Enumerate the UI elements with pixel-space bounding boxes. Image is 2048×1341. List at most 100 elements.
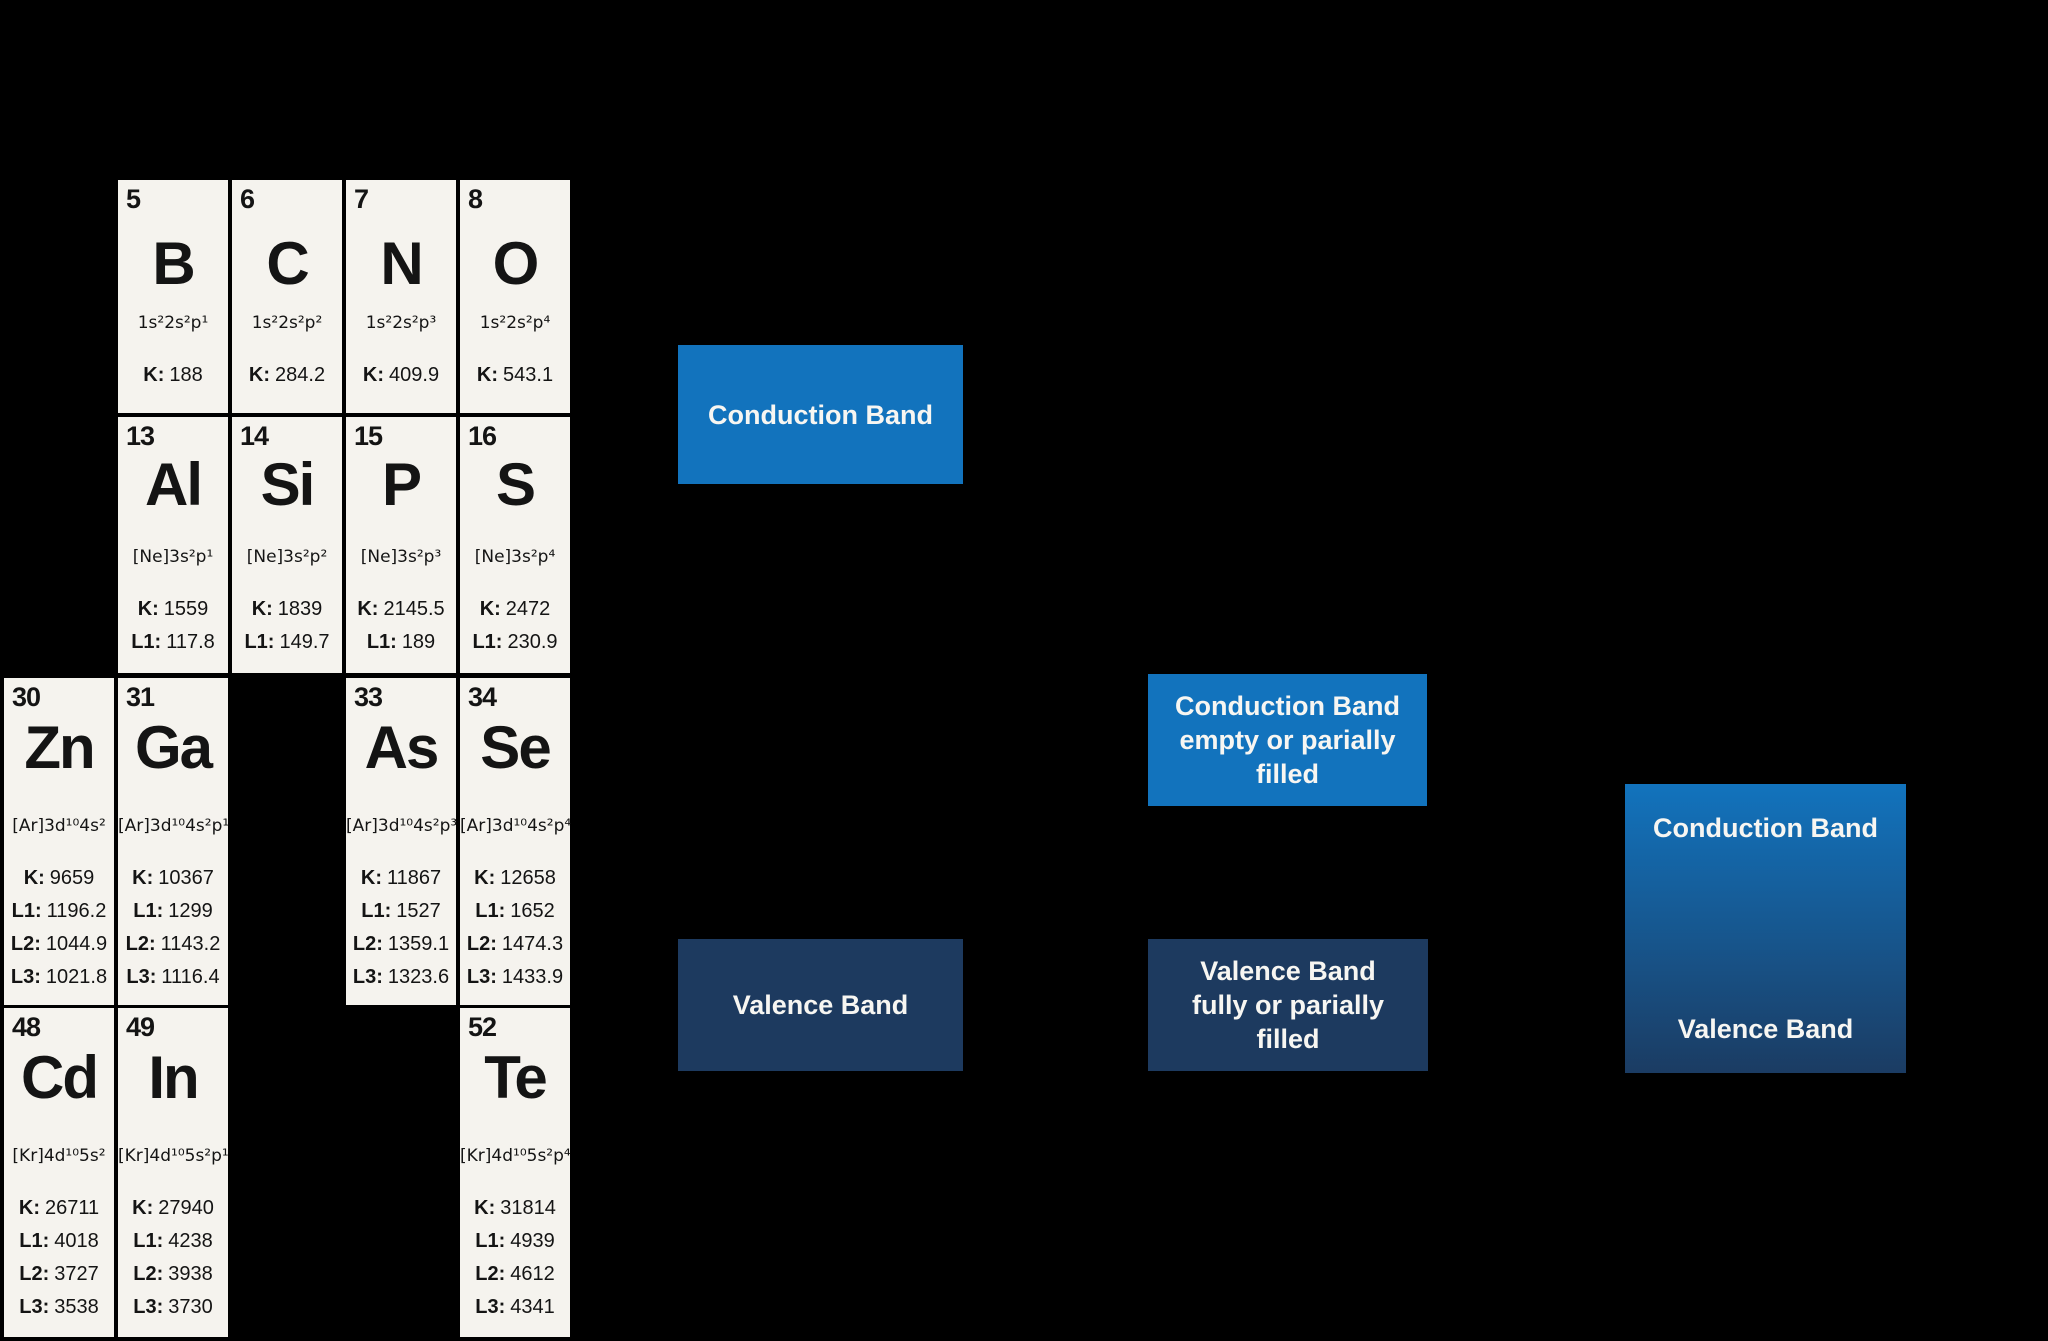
level-label: K: (474, 867, 496, 889)
conduction-band-line: empty or parially (1179, 725, 1396, 755)
energy-level: K:26711 (4, 1192, 114, 1225)
level-value: 11867 (386, 867, 442, 889)
valence-band-line: Valence Band (1200, 956, 1376, 986)
level-label: K: (479, 598, 501, 620)
level-label: L1: (475, 1230, 506, 1252)
element-symbol: Te (484, 1044, 548, 1111)
conduction-band-line: filled (1255, 759, 1319, 789)
atomic-number: 49 (126, 1012, 155, 1042)
level-label: K: (474, 1197, 496, 1219)
element-cell-p: 15 P [Ne]3s²p³ K:2145.5 L1:189 (346, 417, 456, 673)
level-value: 230.9 (507, 631, 558, 653)
level-label: K: (362, 364, 385, 386)
energy-level: L3:4341 (460, 1291, 570, 1324)
level-label: L2: (352, 933, 383, 955)
atomic-number: 33 (354, 682, 383, 712)
valence-band-box-left: Valence Band (678, 939, 963, 1071)
atomic-number: 52 (468, 1012, 497, 1042)
energy-level: K:188 (118, 359, 228, 392)
binding-energies: K:188 (118, 359, 228, 392)
element-symbol: N (380, 230, 423, 297)
conduction-band-label: Conduction Band (1653, 813, 1878, 843)
level-value: 1527 (396, 900, 441, 922)
level-value: 31814 (500, 1197, 556, 1219)
level-label: L2: (19, 1263, 50, 1285)
energy-level: L1:149.7 (232, 626, 342, 659)
level-label: L2: (125, 933, 156, 955)
level-value: 1143.2 (160, 933, 221, 955)
valence-band-label: Valence Band (732, 990, 909, 1020)
electron-configuration: 1s²2s²p¹ (137, 313, 209, 333)
element-cell-zn: 30 Zn [Ar]3d¹⁰4s² K:9659 L1:1196.2 L2:10… (4, 678, 114, 1005)
energy-level: K:543.1 (460, 359, 570, 392)
energy-level: K:12658 (460, 862, 570, 895)
binding-energies: K:31814 L1:4939 L2:4612 L3:4341 (460, 1192, 570, 1324)
level-label: L3: (126, 966, 157, 988)
level-value: 1433.9 (501, 966, 564, 988)
binding-energies: K:284.2 (232, 359, 342, 392)
level-label: L3: (352, 966, 383, 988)
binding-energies: K:10367 L1:1299 L2:1143.2 L3:1116.4 (118, 862, 228, 994)
electron-configuration: [Ar]3d¹⁰4s²p³ (346, 816, 458, 836)
level-value: 1474.3 (501, 933, 564, 955)
energy-level: L1:4018 (4, 1225, 114, 1258)
energy-level: L1:1652 (460, 895, 570, 928)
energy-level: L1:1299 (118, 895, 228, 928)
level-value: 3538 (54, 1296, 99, 1318)
electron-configuration: [Ne]3s²p³ (360, 547, 442, 567)
element-symbol: Cd (21, 1044, 99, 1111)
atomic-number: 31 (126, 682, 155, 712)
level-value: 1116.4 (161, 966, 220, 988)
element-cell-as: 33 As [Ar]3d¹⁰4s²p³ K:11867 L1:1527 L2:1… (346, 678, 458, 1005)
binding-energies: K:11867 L1:1527 L2:1359.1 L3:1323.6 (346, 862, 456, 994)
level-label: L1: (131, 631, 162, 653)
level-label: L2: (133, 1263, 164, 1285)
level-label: K: (132, 1197, 154, 1219)
level-label: K: (251, 598, 273, 620)
atomic-number: 34 (468, 682, 497, 712)
level-value: 189 (401, 631, 436, 653)
level-value: 1652 (510, 900, 555, 922)
level-value: 2472 (505, 598, 551, 620)
level-value: 2145.5 (383, 598, 445, 620)
level-label: L1: (133, 1230, 164, 1252)
energy-level: L3:3538 (4, 1291, 114, 1324)
level-label: L3: (19, 1296, 50, 1318)
level-value: 4939 (510, 1230, 555, 1252)
element-symbol: In (148, 1044, 199, 1111)
binding-energies: K:1839 L1:149.7 (232, 593, 342, 659)
element-symbol: Ga (134, 714, 213, 781)
atomic-number: 16 (468, 421, 497, 451)
level-value: 409.9 (389, 364, 440, 386)
element-cell-c: 6 C 1s²2s²p² K:284.2 (232, 180, 342, 413)
level-label: L3: (133, 1296, 164, 1318)
level-label: L2: (10, 933, 41, 955)
element-symbol: Al (145, 451, 203, 518)
atomic-number: 15 (354, 421, 383, 451)
binding-energies: K:409.9 (346, 359, 456, 392)
level-value: 9659 (49, 867, 95, 889)
binding-energies: K:2472 L1:230.9 (460, 593, 570, 659)
level-label: L3: (475, 1296, 506, 1318)
level-value: 12658 (500, 867, 556, 889)
energy-level: L1:1527 (346, 895, 456, 928)
level-label: L3: (466, 966, 497, 988)
electron-configuration: [Ar]3d¹⁰4s²p¹ (118, 816, 230, 836)
level-label: L1: (133, 900, 164, 922)
atomic-number: 7 (354, 184, 369, 214)
energy-level: L2:3727 (4, 1258, 114, 1291)
binding-energies: K:12658 L1:1652 L2:1474.3 L3:1433.9 (460, 862, 570, 994)
energy-level: L3:1323.6 (346, 961, 456, 994)
level-value: 1839 (277, 598, 323, 620)
element-cell-s: 16 S [Ne]3s²p⁴ K:2472 L1:230.9 (460, 417, 570, 673)
level-value: 188 (169, 364, 203, 386)
level-label: L2: (475, 1263, 506, 1285)
element-symbol: B (152, 230, 195, 297)
level-label: K: (360, 867, 382, 889)
level-value: 4612 (510, 1263, 555, 1285)
element-cell-o: 8 O 1s²2s²p⁴ K:543.1 (460, 180, 570, 413)
element-cell-n: 7 N 1s²2s²p³ K:409.9 (346, 180, 456, 413)
energy-level: L2:1474.3 (460, 928, 570, 961)
valence-band-box-middle: Valence Band fully or parially filled (1148, 939, 1428, 1071)
element-symbol: S (495, 451, 536, 518)
